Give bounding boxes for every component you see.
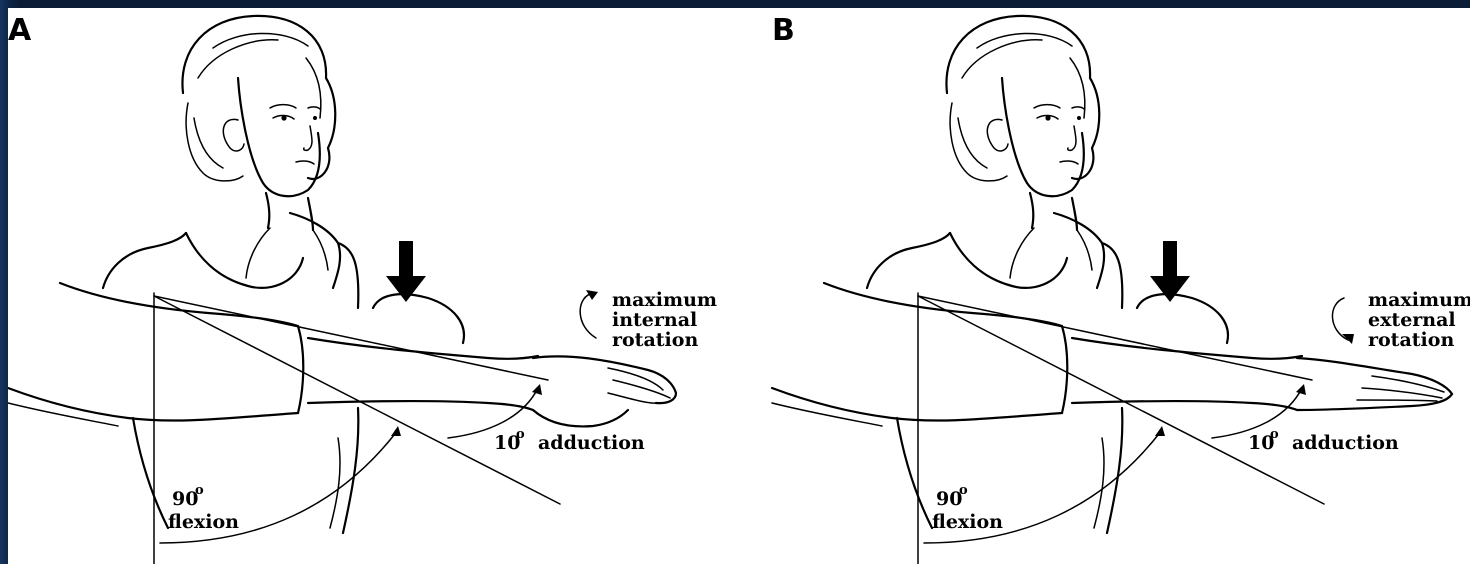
down-arrow-icon	[1150, 241, 1190, 302]
arrowhead-icon	[391, 426, 401, 436]
adduction-reference-line	[154, 296, 560, 504]
subject-illustration	[8, 16, 538, 533]
rotation-label-line3: rotation	[1368, 329, 1454, 351]
rotation-label-line1: maximum	[612, 289, 717, 311]
adduction-reference-line	[918, 296, 1324, 504]
panel-b: B maximum external rotation 10 o adducti…	[772, 13, 1470, 564]
rotation-label-line3: rotation	[612, 329, 698, 351]
flexion-text: flexion	[168, 511, 239, 533]
down-arrow-icon	[386, 241, 426, 302]
figure-svg: A maximum internal rotation	[8, 8, 1470, 564]
panel-letter: B	[772, 13, 795, 48]
subject-illustration	[772, 16, 1302, 533]
adduction-arc	[1212, 388, 1302, 438]
arm-axis-line	[154, 296, 548, 380]
degree-symbol: o	[516, 427, 525, 442]
rotation-label-line1: maximum	[1368, 289, 1470, 311]
hand-illustration	[1297, 358, 1452, 410]
rotation-arrow-icon	[580, 294, 596, 338]
rotation-arrow-icon	[1332, 298, 1348, 340]
adduction-text: adduction	[538, 432, 645, 454]
adduction-text: adduction	[1292, 432, 1399, 454]
panel-a: A maximum internal rotation	[8, 13, 717, 564]
flexion-text: flexion	[932, 511, 1003, 533]
panel-letter: A	[8, 13, 32, 48]
arrowhead-icon	[1155, 426, 1165, 436]
figure-canvas: A maximum internal rotation	[8, 8, 1470, 564]
degree-symbol: o	[1270, 427, 1279, 442]
arrowhead-icon	[1342, 334, 1354, 344]
rotation-label-line2: internal	[612, 309, 697, 331]
degree-symbol: o	[195, 483, 204, 498]
arrowhead-icon	[532, 384, 542, 395]
hand-illustration	[533, 356, 676, 426]
degree-symbol: o	[959, 483, 968, 498]
arm-axis-line	[918, 296, 1312, 380]
rotation-label-line2: external	[1368, 309, 1456, 331]
arrowhead-icon	[1296, 384, 1306, 395]
